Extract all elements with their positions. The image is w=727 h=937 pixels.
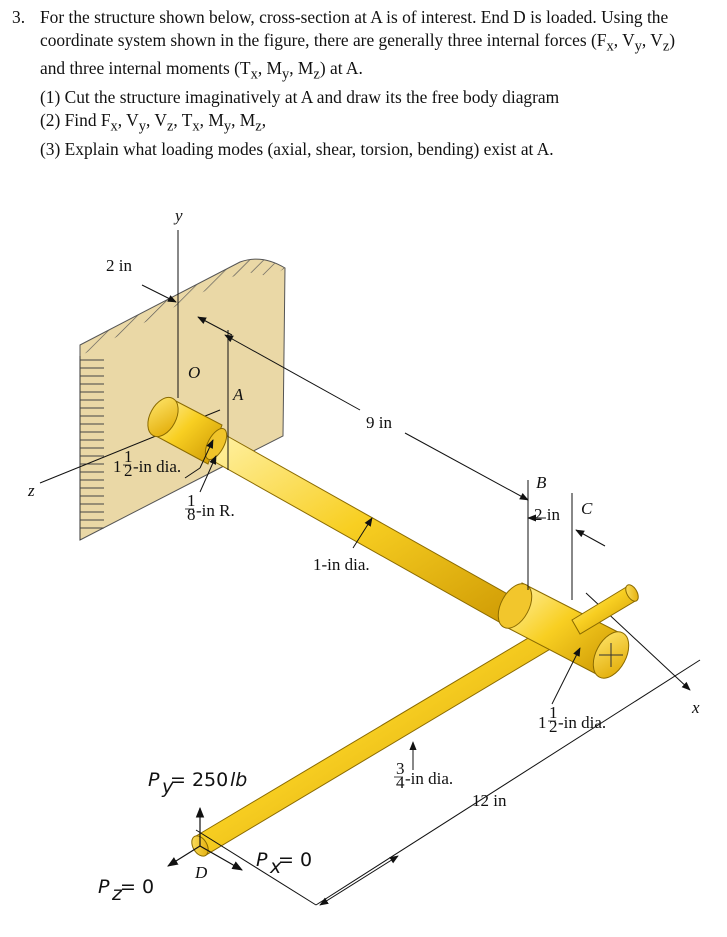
svg-text:y: y (161, 776, 174, 798)
label-dia-1in: 1-in dia. (313, 555, 370, 574)
shoulder (147, 396, 228, 465)
svg-text:1: 1 (549, 703, 558, 722)
label-dia-1-5-right: 1 1 2 -in dia. (538, 703, 606, 736)
svg-text:2: 2 (124, 461, 133, 480)
problem-line-3: and three internal moments (Tx, My, Mz) … (40, 58, 363, 83)
dim-9in: 9 in (366, 413, 392, 432)
svg-text:z: z (111, 883, 123, 905)
axis-z-label: z (27, 481, 35, 500)
svg-text:1: 1 (124, 447, 133, 466)
point-c-label: C (581, 499, 593, 518)
svg-text:P: P (98, 876, 110, 898)
load-px-label: P x = 0 (256, 849, 312, 878)
dim-2in-top: 2 in (106, 256, 132, 275)
svg-text:1: 1 (187, 491, 196, 510)
label-radius-1-8: 1 8 -in R. (185, 491, 235, 524)
axis-x-label: x (691, 698, 700, 717)
svg-text:x: x (269, 856, 282, 878)
point-b-label: B (536, 473, 547, 492)
svg-text:= 0: = 0 (278, 849, 312, 871)
problem-statement: 3.For the structure shown below, cross-s… (12, 6, 717, 160)
svg-text:-in R.: -in R. (196, 501, 235, 520)
dim-12in: 12 in (472, 791, 507, 810)
svg-text:4: 4 (396, 773, 405, 792)
label-dia-3-4: 3 4 -in dia. (394, 759, 453, 792)
svg-text:= 250: = 250 (170, 769, 228, 791)
origin-label: O (188, 363, 200, 382)
wall-support (79, 258, 286, 541)
label-dia-1-5-left: 1 1 2 -in dia. (113, 447, 181, 480)
svg-text:= 0: = 0 (120, 876, 154, 898)
svg-text:3: 3 (396, 759, 405, 778)
load-arrows (167, 806, 243, 871)
question-2: (2) Find Fx, Vy, Vz, Tx, My, Mz, (40, 109, 267, 135)
svg-text:P: P (148, 769, 160, 791)
svg-text:8: 8 (187, 505, 196, 524)
point-a-label: A (232, 385, 244, 404)
load-pz-label: P z = 0 (98, 876, 154, 905)
arm-cd (191, 627, 553, 857)
axis-y-label: y (173, 206, 183, 225)
dimension-lines (141, 284, 701, 906)
svg-text:1: 1 (113, 457, 122, 476)
svg-text:2: 2 (549, 717, 558, 736)
svg-text:P: P (256, 849, 268, 871)
svg-text:lb: lb (230, 769, 247, 791)
problem-line-2: coordinate system shown in the figure, t… (40, 29, 676, 54)
main-shaft (207, 431, 537, 637)
svg-text:1: 1 (538, 713, 547, 732)
problem-number: 3. (12, 7, 26, 27)
hub-bc (497, 582, 639, 679)
point-d-label: D (194, 863, 208, 882)
svg-text:-in dia.: -in dia. (558, 713, 606, 732)
problem-line-1: 3.For the structure shown below, cross-s… (12, 7, 669, 27)
svg-text:-in dia.: -in dia. (133, 457, 181, 476)
svg-text:-in dia.: -in dia. (405, 769, 453, 788)
dim-2in-bc: 2 in (534, 505, 560, 524)
question-3: (3) Explain what loading modes (axial, s… (40, 138, 554, 159)
load-py-label: P y = 250 lb (148, 769, 247, 798)
question-1: (1) Cut the structure imaginatively at A… (40, 87, 560, 108)
